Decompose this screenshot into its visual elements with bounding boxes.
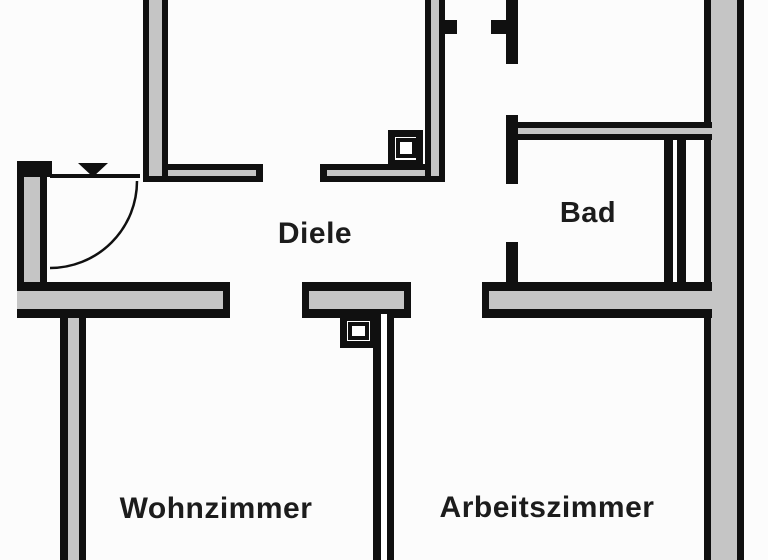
chimney-inner-square (347, 322, 369, 340)
wall-exterior-right (704, 0, 744, 560)
room-label-bad: Bad (559, 197, 617, 229)
wall-bad-right-line-2 (677, 138, 686, 284)
wall-bottom-segment-b (302, 282, 411, 318)
wall-top-middle-vertical (425, 0, 445, 176)
wall-wohnzimmer-left (60, 318, 86, 560)
room-label-diele: Diele (277, 217, 353, 250)
door-swing-arc-icon (49, 180, 139, 270)
wall-bad-bottom (482, 282, 712, 318)
door-jamb-tick-left-icon (445, 20, 457, 34)
wall-bad-top (512, 122, 712, 140)
wall-room-divider (373, 314, 394, 560)
wall-top-left-vertical (143, 0, 168, 176)
chimney-icon (388, 130, 423, 167)
wall-bad-left-lower (506, 242, 518, 290)
room-label-arbeitszimmer: Arbeitszimmer (439, 491, 655, 524)
wall-bad-left-upper (506, 115, 518, 184)
room-label-wohnzimmer: Wohnzimmer (119, 492, 313, 525)
chimney-icon (340, 314, 377, 348)
wall-diele-top-left-arm (143, 164, 263, 182)
wall-bad-right-line-1 (664, 138, 673, 284)
wall-diele-top-right-arm (320, 164, 445, 182)
entrance-arrow-icon (78, 163, 108, 177)
wall-top-right-stub (506, 0, 518, 64)
chimney-inner-square (395, 138, 416, 158)
wall-entrance-stub (17, 161, 52, 177)
wall-bottom-segment-a (17, 282, 230, 318)
door-jamb-tick-right-icon (491, 20, 506, 34)
